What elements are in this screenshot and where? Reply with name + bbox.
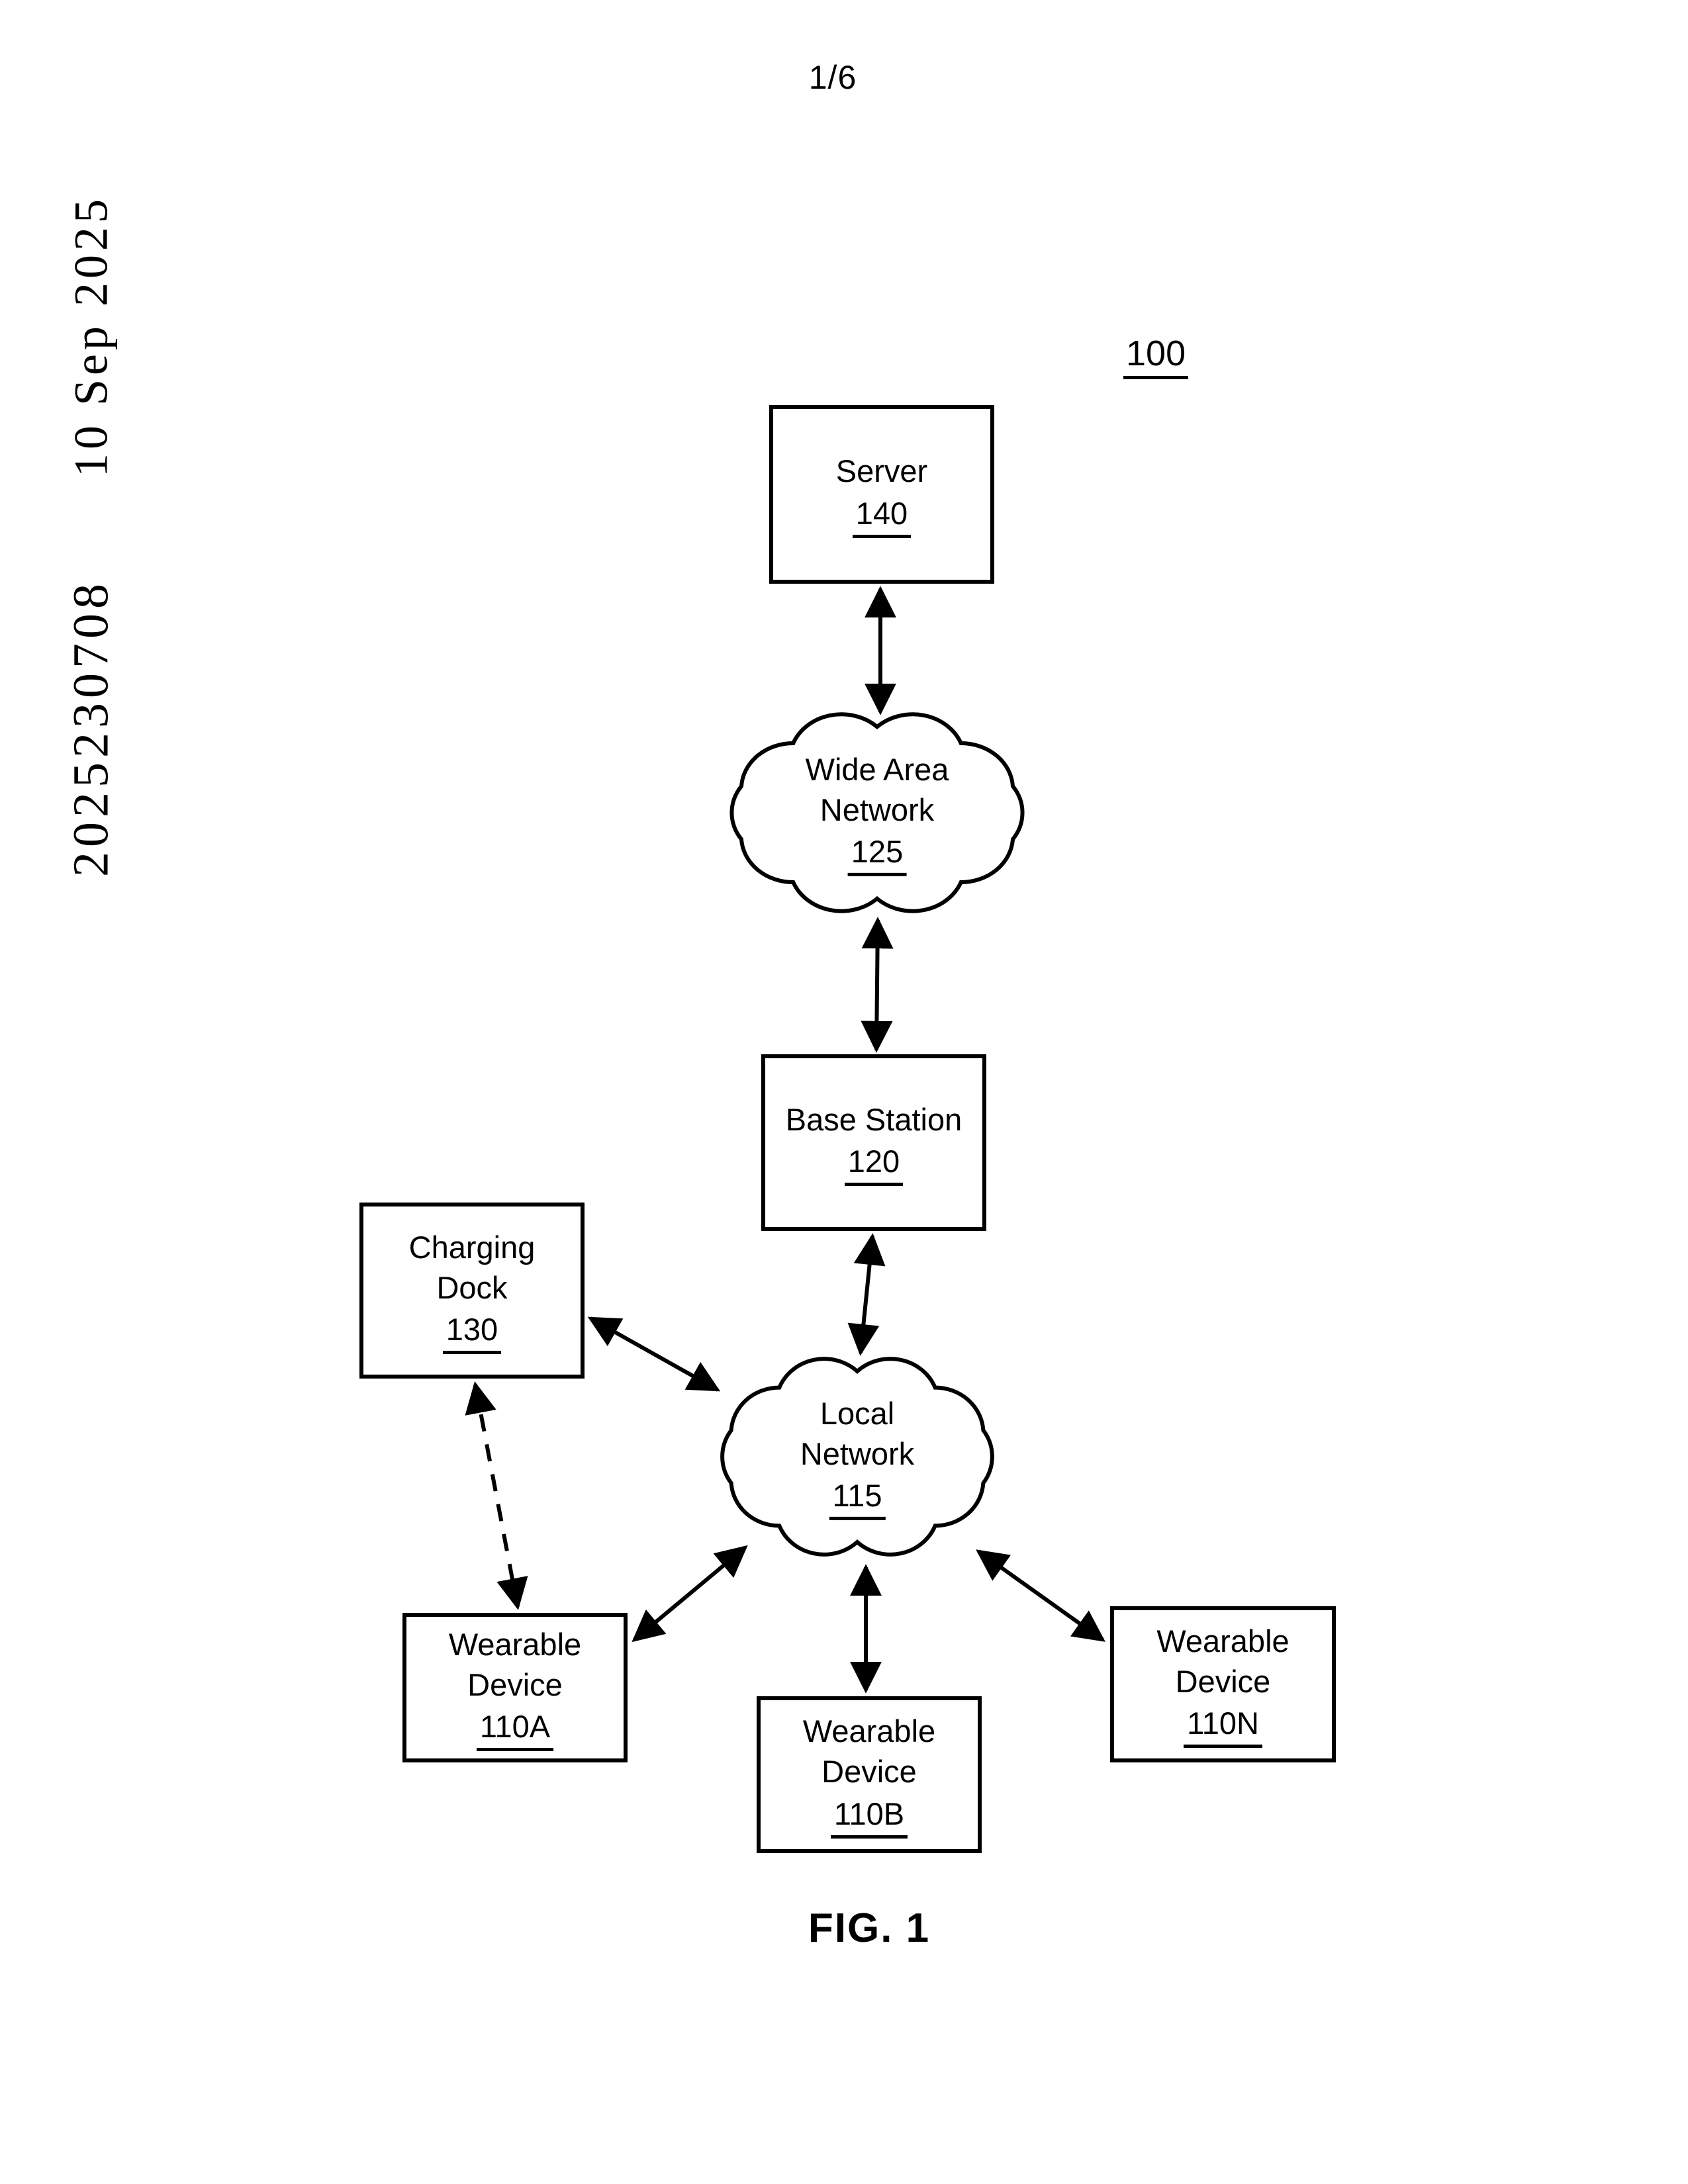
wearable-b-label-line1: Wearable: [802, 1713, 936, 1749]
sheet-number: 1/6: [808, 59, 857, 96]
diagram-reference-numeral: 100: [1123, 333, 1189, 379]
charging-dock-ref: 130: [442, 1309, 502, 1355]
server-ref: 140: [852, 493, 912, 538]
wearable-device-a-node: Wearable Device 110A: [402, 1613, 628, 1762]
wearable-device-n-node: Wearable Device 110N: [1110, 1606, 1336, 1762]
wearable-n-label-line2: Device: [1175, 1663, 1271, 1699]
local-network-label-line1: Local: [820, 1395, 895, 1431]
wearable-n-ref: 110N: [1184, 1703, 1262, 1749]
wearable-a-label-line1: Wearable: [448, 1626, 582, 1662]
edge-wan-base-station: [861, 917, 894, 1053]
edge-charging-dock-local-network: [587, 1316, 721, 1392]
base-station-node: Base Station 120: [761, 1054, 986, 1231]
wan-label-line2: Network: [820, 792, 935, 827]
local-network-cloud: [722, 1359, 992, 1555]
local-network-label-group: Local Network 115: [800, 1393, 915, 1521]
local-network-label-line2: Network: [800, 1435, 915, 1471]
charging-dock-label-line2: Dock: [436, 1269, 508, 1305]
server-label: Server: [835, 453, 928, 489]
wearable-b-ref: 110B: [830, 1794, 908, 1839]
wearable-a-ref: 110A: [476, 1706, 554, 1752]
local-network-ref: 115: [829, 1475, 886, 1521]
wide-area-network-label-group: Wide Area Network 125: [805, 749, 949, 877]
wan-ref: 125: [847, 831, 907, 877]
figure-caption: FIG. 1: [808, 1905, 931, 1951]
base-station-label: Base Station: [785, 1101, 962, 1137]
edge-local-network-wearable-a: [632, 1545, 748, 1643]
wan-label-line1: Wide Area: [805, 751, 949, 787]
server-node: Server 140: [769, 405, 994, 584]
wide-area-network-cloud: [731, 714, 1022, 911]
wearable-a-label-line2: Device: [467, 1666, 563, 1702]
edge-charging-dock-wearable-a-dashed: [465, 1381, 528, 1610]
edge-local-network-wearable-n: [976, 1549, 1105, 1642]
edge-base-station-local-network: [847, 1233, 886, 1356]
wearable-n-label-line1: Wearable: [1156, 1623, 1289, 1659]
charging-dock-label-line1: Charging: [408, 1229, 536, 1265]
wearable-b-label-line2: Device: [821, 1754, 917, 1790]
wearable-device-b-node: Wearable Device 110B: [757, 1696, 982, 1853]
charging-dock-node: Charging Dock 130: [359, 1203, 585, 1379]
base-station-ref: 120: [844, 1141, 904, 1187]
